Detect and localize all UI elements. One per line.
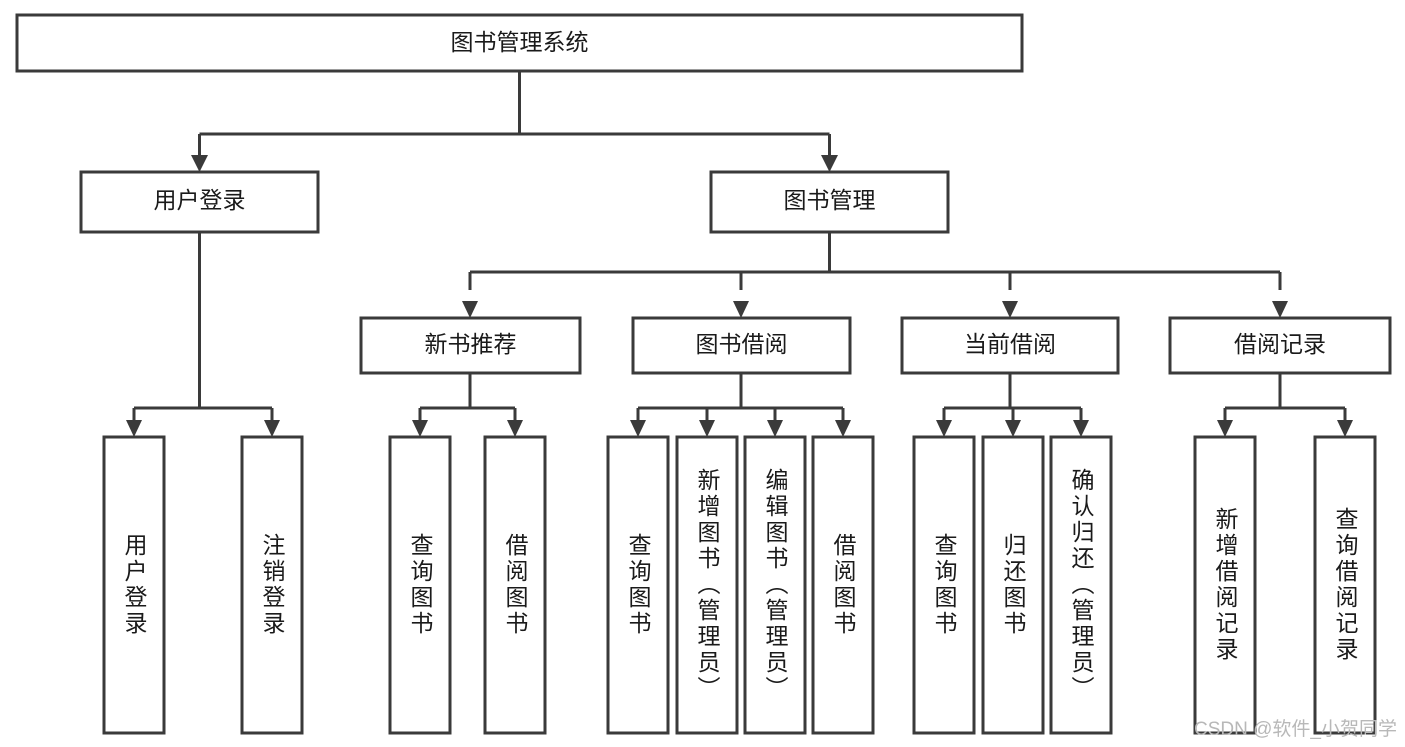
node-leaf-query-borrow-record[interactable]: 查询借阅记录 [1313, 435, 1377, 735]
node-leaf-add-borrow-record-label: 新增借阅记录 [1212, 507, 1239, 663]
arrow-head-leaf-user-login [126, 420, 142, 437]
node-leaf-user-login[interactable]: 用户登录 [102, 435, 166, 735]
node-new-book-recommend-box[interactable] [359, 316, 582, 375]
node-leaf-confirm-return[interactable]: 确认归还（管理员） [1049, 435, 1113, 735]
csdn-watermark: CSDN @软件_小贺同学 [1194, 719, 1397, 740]
node-new-book-recommend-label: 新书推荐 [425, 331, 517, 357]
arrow-head-leaf-return-book [1005, 420, 1021, 437]
arrow-head-leaf-borrow-book-2 [835, 420, 851, 437]
node-leaf-user-login-box[interactable] [102, 435, 166, 735]
node-user-login-label: 用户登录 [154, 187, 246, 213]
node-leaf-query-book-1[interactable]: 查询图书 [388, 435, 452, 735]
node-borrow-records-label: 借阅记录 [1234, 331, 1326, 357]
arrow-head-book-management [821, 155, 838, 172]
node-leaf-query-book-2-box[interactable] [606, 435, 670, 735]
node-leaf-edit-book-admin-box[interactable] [743, 435, 807, 735]
arrow-head-leaf-add-borrow-record [1217, 420, 1233, 437]
arrow-head-leaf-add-book-admin [699, 420, 715, 437]
node-leaf-query-book-2[interactable]: 查询图书 [606, 435, 670, 735]
node-leaf-logout-login-label: 注销登录 [259, 533, 286, 637]
node-user-login[interactable]: 用户登录 [79, 170, 320, 234]
node-leaf-query-book-3[interactable]: 查询图书 [912, 435, 976, 735]
node-book-management-box[interactable] [709, 170, 950, 234]
arrow-head-leaf-query-book-2 [630, 420, 646, 437]
node-leaf-borrow-book-2[interactable]: 借阅图书 [811, 435, 875, 735]
node-leaf-add-book-admin-label: 新增图书（管理员） [694, 468, 721, 702]
arrow-head-leaf-borrow-book-1 [507, 420, 523, 437]
node-leaf-confirm-return-label: 确认归还（管理员） [1068, 468, 1095, 702]
connectors-layer [126, 71, 1353, 437]
node-borrow-records[interactable]: 借阅记录 [1168, 316, 1392, 375]
node-current-borrow-box[interactable] [900, 316, 1120, 375]
arrow-head-leaf-query-book-3 [936, 420, 952, 437]
node-leaf-edit-book-admin[interactable]: 编辑图书（管理员） [743, 435, 807, 735]
node-leaf-query-borrow-record-box[interactable] [1313, 435, 1377, 735]
node-leaf-logout-login-box[interactable] [240, 435, 304, 735]
node-leaf-borrow-book-1-box[interactable] [483, 435, 547, 735]
node-leaf-borrow-book-1[interactable]: 借阅图书 [483, 435, 547, 735]
node-new-book-recommend[interactable]: 新书推荐 [359, 316, 582, 375]
node-book-borrow-label: 图书借阅 [696, 331, 788, 357]
node-leaf-query-book-3-label: 查询图书 [931, 533, 958, 637]
arrow-head-leaf-confirm-return [1073, 420, 1089, 437]
node-book-borrow[interactable]: 图书借阅 [631, 316, 852, 375]
arrow-head-leaf-logout-login [264, 420, 280, 437]
node-leaf-query-book-3-box[interactable] [912, 435, 976, 735]
node-leaf-borrow-book-2-box[interactable] [811, 435, 875, 735]
nodes-layer: 图书管理系统 用户登录 图书管理 新书推荐 图书借阅 当前 [15, 13, 1392, 735]
node-leaf-query-borrow-record-label: 查询借阅记录 [1332, 507, 1359, 663]
arrow-head-new-book-recommend [462, 301, 478, 318]
node-book-management-label: 图书管理 [784, 187, 876, 213]
node-current-borrow-label: 当前借阅 [964, 331, 1056, 357]
node-root-label: 图书管理系统 [451, 29, 589, 55]
node-leaf-add-borrow-record[interactable]: 新增借阅记录 [1193, 435, 1257, 735]
node-leaf-edit-book-admin-label: 编辑图书（管理员） [762, 468, 789, 702]
node-leaf-query-book-1-box[interactable] [388, 435, 452, 735]
node-current-borrow[interactable]: 当前借阅 [900, 316, 1120, 375]
node-leaf-borrow-book-1-label: 借阅图书 [502, 533, 529, 637]
arrow-head-leaf-query-book-1 [412, 420, 428, 437]
arrow-head-book-borrow [733, 301, 749, 318]
node-leaf-query-book-1-label: 查询图书 [407, 533, 434, 637]
node-leaf-user-login-label: 用户登录 [121, 533, 148, 637]
arrow-head-leaf-query-borrow-record [1337, 420, 1353, 437]
node-leaf-logout-login[interactable]: 注销登录 [240, 435, 304, 735]
node-leaf-add-borrow-record-box[interactable] [1193, 435, 1257, 735]
node-leaf-add-book-admin-box[interactable] [675, 435, 739, 735]
node-book-borrow-box[interactable] [631, 316, 852, 375]
node-leaf-query-book-2-label: 查询图书 [625, 533, 652, 637]
arrow-head-leaf-edit-book-admin [767, 420, 783, 437]
node-leaf-borrow-book-2-label: 借阅图书 [830, 533, 857, 637]
node-book-management[interactable]: 图书管理 [709, 170, 950, 234]
node-user-login-box[interactable] [79, 170, 320, 234]
node-leaf-confirm-return-box[interactable] [1049, 435, 1113, 735]
node-leaf-return-book[interactable]: 归还图书 [981, 435, 1045, 735]
node-leaf-return-book-label: 归还图书 [1000, 533, 1027, 637]
node-leaf-add-book-admin[interactable]: 新增图书（管理员） [675, 435, 739, 735]
arrow-head-borrow-records [1272, 301, 1288, 318]
node-leaf-return-book-box[interactable] [981, 435, 1045, 735]
node-root[interactable]: 图书管理系统 [15, 13, 1024, 73]
arrow-head-current-borrow [1002, 301, 1018, 318]
node-root-box[interactable] [15, 13, 1024, 73]
arrow-head-user-login [191, 155, 208, 172]
node-borrow-records-box[interactable] [1168, 316, 1392, 375]
